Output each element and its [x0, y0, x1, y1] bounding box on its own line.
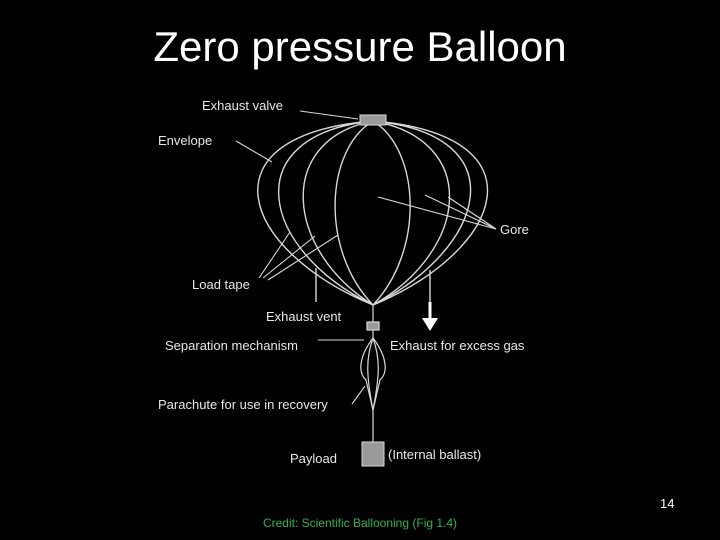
exhaust-arrow-icon — [422, 302, 438, 331]
label-exhaust-valve: Exhaust valve — [202, 98, 283, 113]
leader-line — [267, 234, 339, 281]
gore-line — [372, 120, 451, 306]
gore-line — [372, 120, 489, 306]
leader-lines — [235, 110, 497, 405]
gore-line — [302, 120, 374, 306]
label-gore: Gore — [500, 222, 529, 237]
leader-line — [424, 194, 497, 230]
leader-line — [351, 385, 366, 405]
label-payload: Payload — [290, 451, 337, 466]
parachute-inner-left — [367, 337, 374, 411]
exhaust-valve-box — [359, 114, 387, 126]
parachute-shape — [360, 337, 386, 411]
separation-mechanism-box — [366, 321, 380, 331]
gore-line — [278, 120, 374, 306]
label-exhaust-excess-gas: Exhaust for excess gas — [390, 338, 525, 353]
label-internal-ballast: (Internal ballast) — [388, 447, 481, 462]
label-separation-mechanism: Separation mechanism — [165, 338, 298, 353]
leader-line — [235, 140, 273, 163]
label-load-tape: Load tape — [192, 277, 250, 292]
gore-line — [334, 120, 374, 306]
payload-box — [361, 441, 385, 467]
page-number: 14 — [660, 496, 675, 511]
label-exhaust-vent: Exhaust vent — [266, 309, 342, 324]
leader-line — [299, 110, 359, 120]
gore-line — [372, 120, 472, 306]
slide-title: Zero pressure Balloon — [153, 23, 567, 70]
balloon-envelope — [257, 120, 489, 306]
leader-line — [258, 231, 291, 279]
leader-line — [262, 235, 316, 279]
credit-text: Credit: Scientific Ballooning (Fig 1.4) — [262, 516, 458, 530]
gore-line — [257, 120, 374, 306]
label-envelope: Envelope — [158, 133, 212, 148]
label-parachute: Parachute for use in recovery — [158, 397, 328, 412]
parachute-inner-right — [372, 337, 379, 411]
leader-line — [447, 196, 497, 230]
leader-line — [377, 196, 497, 230]
gore-line — [372, 120, 411, 306]
